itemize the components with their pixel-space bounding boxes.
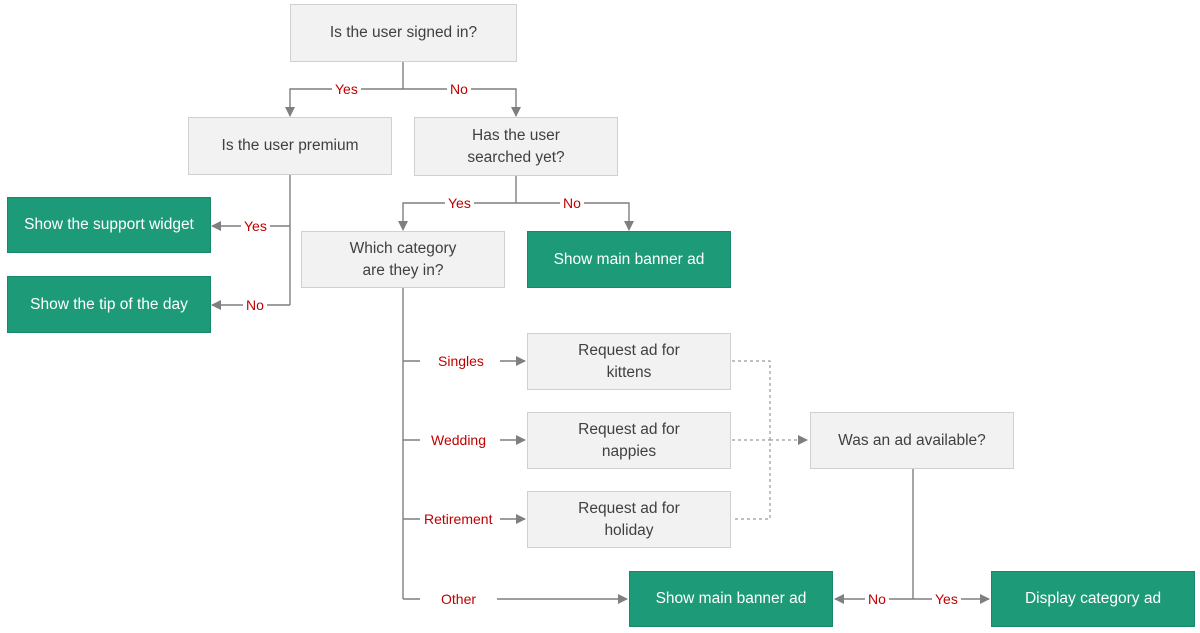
connector-searched-yes xyxy=(398,202,516,231)
terminal-tip-of-day: Show the tip of the day xyxy=(7,276,211,333)
connector-signed-yes xyxy=(285,88,403,117)
label-premium-yes: Yes xyxy=(241,218,270,234)
label-signed-yes: Yes xyxy=(332,81,361,97)
label-retirement: Retirement xyxy=(421,511,496,527)
decision-category: Which category are they in? xyxy=(301,231,505,288)
label-singles: Singles xyxy=(435,353,487,369)
process-request-kittens: Request ad for kittens xyxy=(527,333,731,390)
label-wedding: Wedding xyxy=(428,432,490,448)
connector-signed-no xyxy=(403,88,521,117)
decision-premium: Is the user premium xyxy=(188,117,392,175)
label-searched-yes: Yes xyxy=(445,195,474,211)
label-available-yes: Yes xyxy=(932,591,961,607)
terminal-main-banner-bottom: Show main banner ad xyxy=(629,571,833,627)
label-searched-no: No xyxy=(560,195,584,211)
decision-searched: Has the user searched yet? xyxy=(414,117,618,176)
terminal-support-widget: Show the support widget xyxy=(7,197,211,253)
decision-signed-in: Is the user signed in? xyxy=(290,4,517,62)
label-available-no: No xyxy=(865,591,889,607)
label-other: Other xyxy=(438,591,480,607)
terminal-main-banner-top: Show main banner ad xyxy=(527,231,731,288)
process-request-holiday: Request ad for holiday xyxy=(527,491,731,548)
label-signed-no: No xyxy=(447,81,471,97)
decision-ad-available: Was an ad available? xyxy=(810,412,1014,469)
terminal-display-category: Display category ad xyxy=(991,571,1195,627)
label-premium-no: No xyxy=(243,297,267,313)
connector-searched-no xyxy=(516,202,634,231)
process-request-nappies: Request ad for nappies xyxy=(527,412,731,469)
